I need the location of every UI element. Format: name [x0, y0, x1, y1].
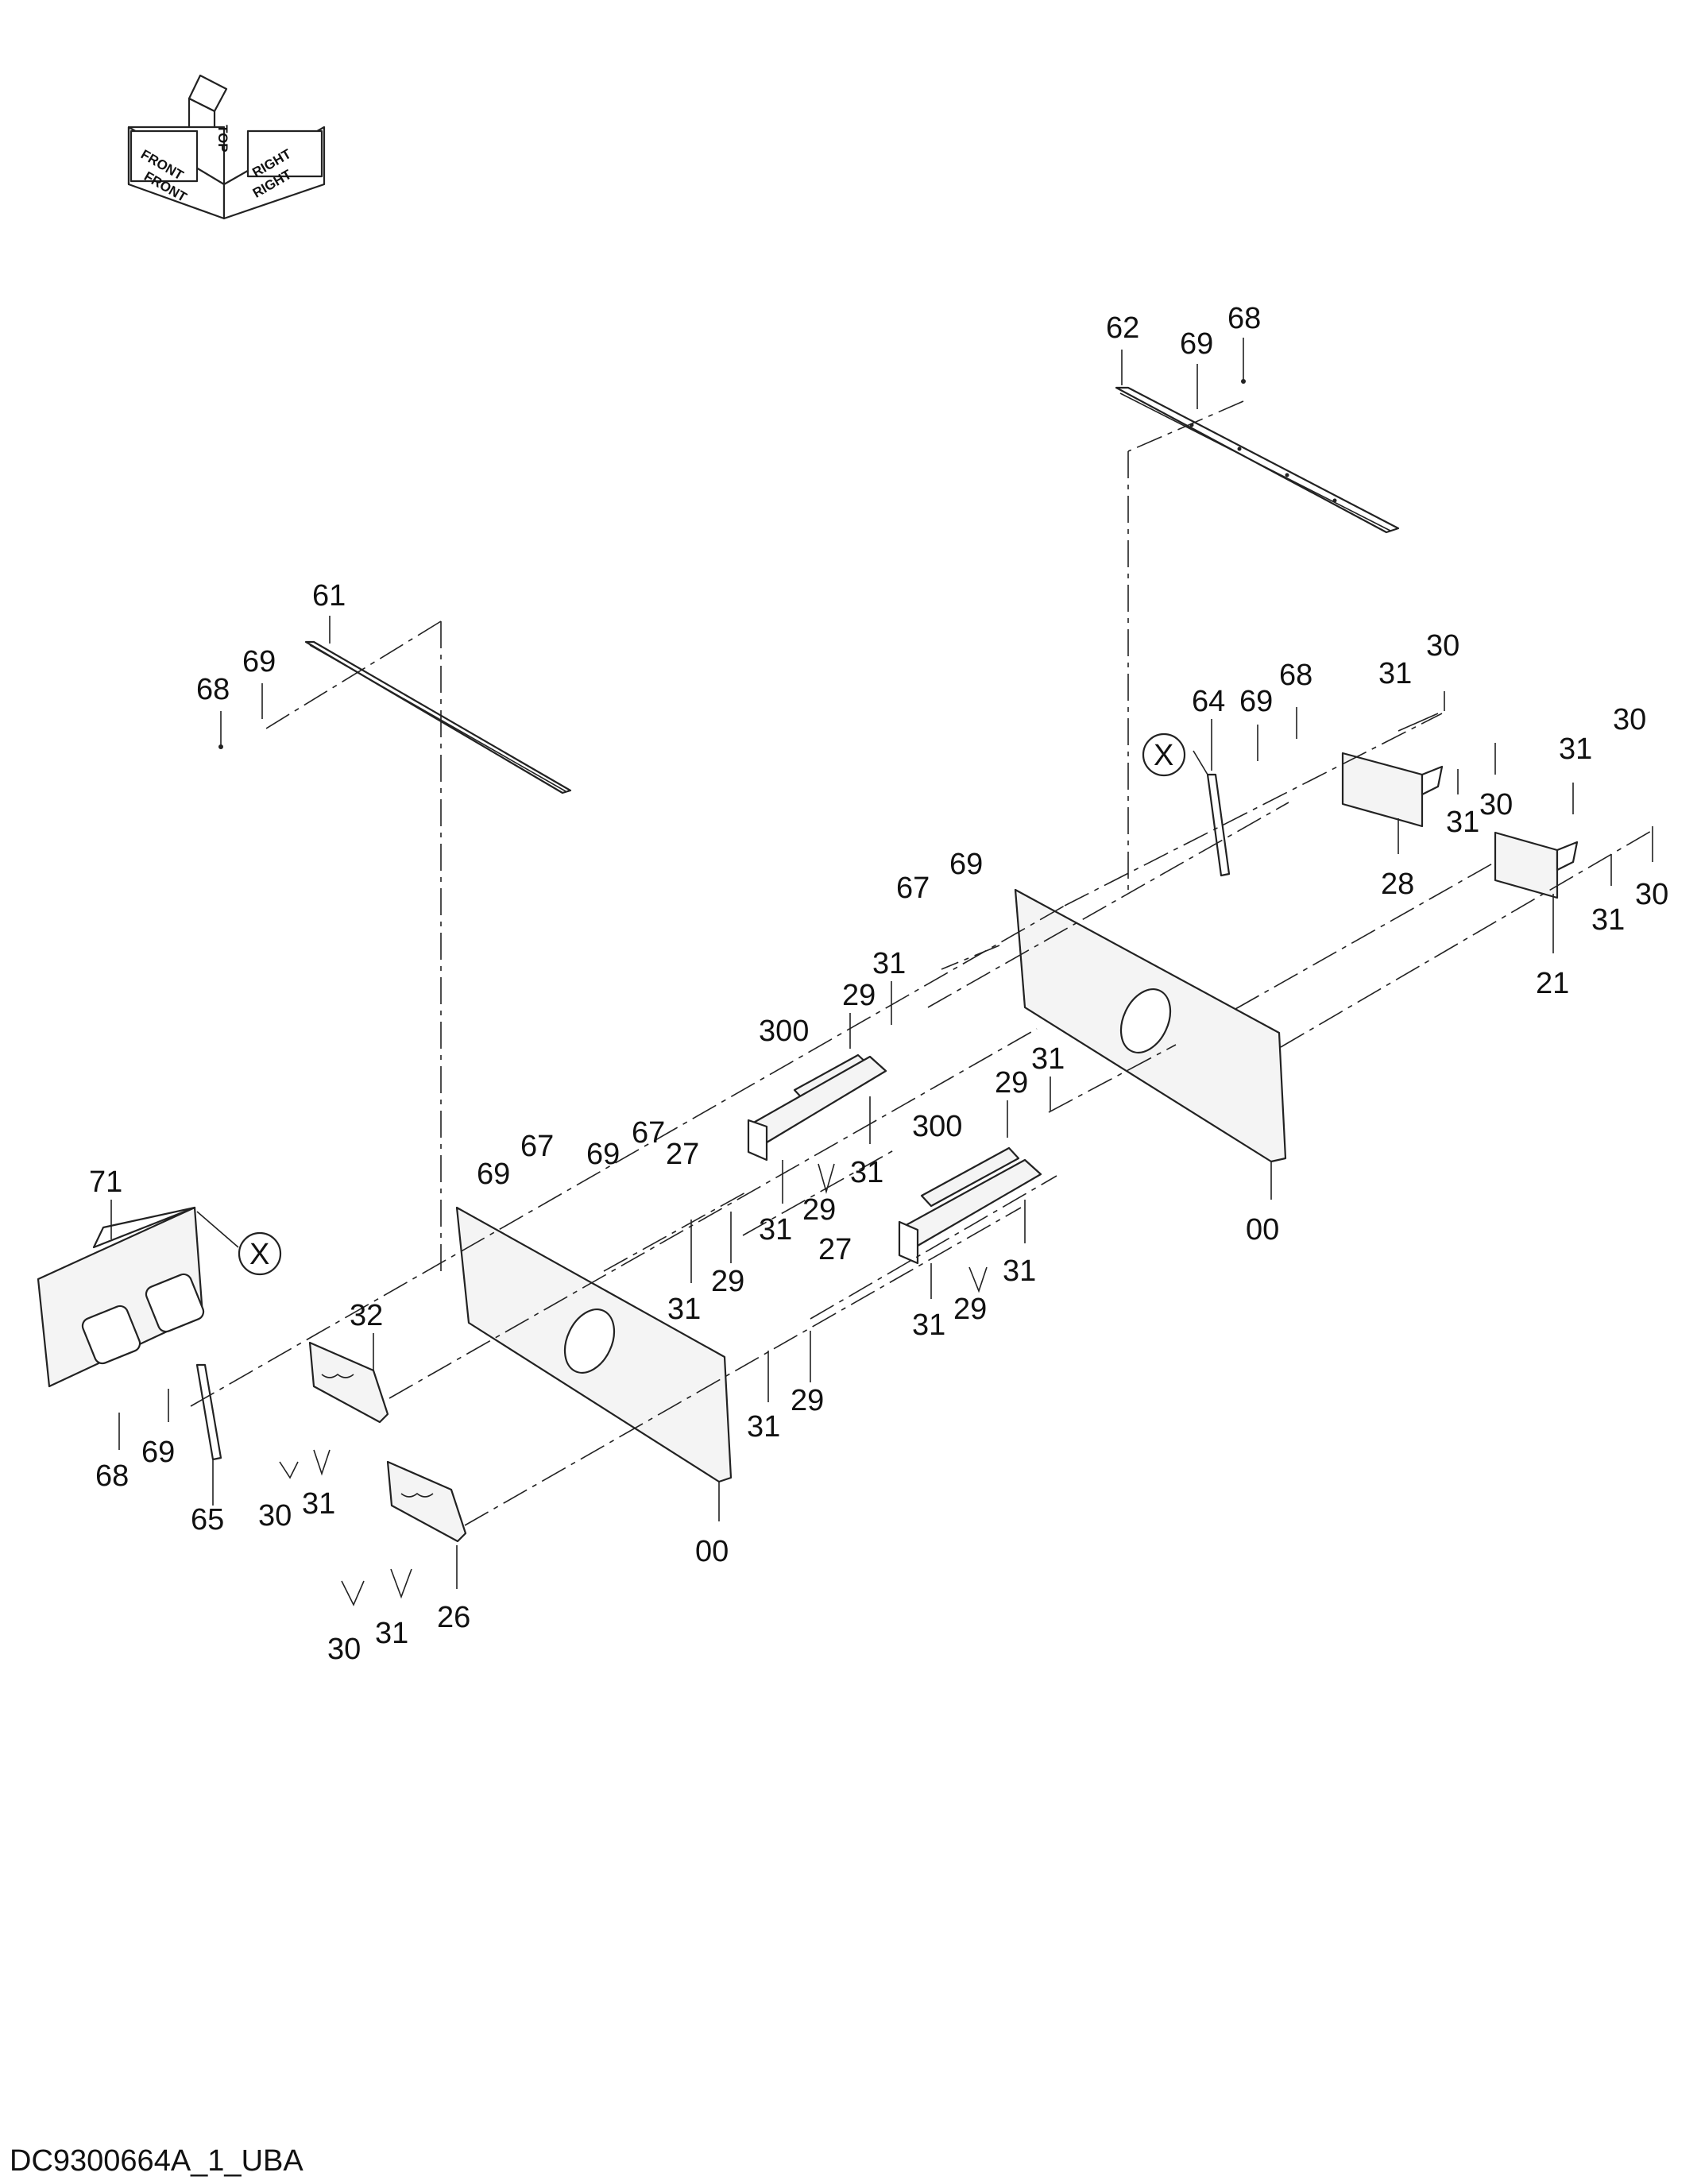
- part-71-box: [37, 1200, 239, 1388]
- callout-31: 31: [1031, 1042, 1065, 1076]
- callout-30: 30: [327, 1633, 361, 1666]
- part-62-strip: [1115, 338, 1400, 890]
- callout-31: 31: [759, 1213, 792, 1247]
- callout-68: 68: [95, 1459, 129, 1493]
- callout-31: 31: [872, 947, 906, 980]
- callout-31: 31: [850, 1156, 883, 1189]
- callout-29: 29: [791, 1384, 824, 1417]
- callout-30: 30: [1479, 788, 1513, 821]
- callout-29: 29: [711, 1265, 744, 1298]
- callout-61: 61: [312, 579, 346, 613]
- callout-67: 67: [896, 872, 930, 905]
- assembly-lines: [190, 713, 1653, 1526]
- callout-00: 00: [695, 1535, 729, 1568]
- callout-00: 00: [1246, 1213, 1279, 1247]
- callout-30: 30: [1613, 703, 1646, 736]
- part-61-strip: [218, 616, 572, 1271]
- callout-31: 31: [912, 1308, 945, 1342]
- callout-65: 65: [191, 1503, 224, 1537]
- callout-29: 29: [802, 1193, 836, 1227]
- callout-30: 30: [1426, 629, 1459, 663]
- callout-31: 31: [1446, 806, 1479, 839]
- part-32-bracket: [279, 1333, 389, 1479]
- callout-27: 27: [666, 1138, 699, 1171]
- part-300-27-lower-rail: [898, 1077, 1051, 1299]
- callout-29: 29: [995, 1066, 1028, 1100]
- reference-circle-x-upper: X: [1142, 733, 1186, 777]
- reference-circle-x-lower: X: [238, 1231, 282, 1276]
- orientation-icon: FRONT FRONT TOP RIGHT RIGHT: [127, 74, 326, 220]
- callout-31: 31: [1378, 657, 1412, 690]
- callout-26: 26: [437, 1601, 470, 1634]
- callout-68: 68: [1227, 302, 1261, 335]
- callout-31: 31: [1559, 733, 1592, 766]
- part-26-bracket: [341, 1460, 467, 1606]
- callout-27: 27: [818, 1233, 852, 1266]
- callout-x-lower: X: [249, 1238, 269, 1271]
- callout-29: 29: [953, 1293, 987, 1326]
- callout-31: 31: [302, 1487, 335, 1521]
- callout-labels: 62 69 68 61 69 68 31 30 64 69 68 31 30 3…: [89, 302, 1668, 1666]
- part-64-stiffener: [1193, 707, 1297, 877]
- callout-67: 67: [632, 1116, 665, 1150]
- callout-68: 68: [1279, 659, 1312, 692]
- callout-69: 69: [141, 1436, 175, 1469]
- callout-31: 31: [667, 1293, 701, 1326]
- callout-30: 30: [258, 1499, 292, 1533]
- callout-31: 31: [1003, 1254, 1036, 1288]
- callout-32: 32: [350, 1299, 383, 1332]
- callout-x-upper: X: [1154, 739, 1173, 772]
- callout-21: 21: [1536, 967, 1569, 1000]
- part-65-stiffener: [118, 1363, 222, 1506]
- callout-28: 28: [1381, 868, 1414, 901]
- part-21-bracket: [1494, 783, 1653, 953]
- callout-69: 69: [242, 645, 276, 678]
- callout-31: 31: [375, 1617, 408, 1650]
- callout-69: 69: [949, 848, 983, 881]
- orient-label-top: TOP: [215, 125, 230, 153]
- callout-69: 69: [586, 1138, 620, 1171]
- callout-71: 71: [89, 1165, 122, 1199]
- callout-67: 67: [520, 1130, 554, 1163]
- callout-69: 69: [477, 1158, 510, 1191]
- document-id: DC9300664A_1_UBA: [10, 2144, 303, 2178]
- part-00-lower-panel: [455, 1206, 733, 1521]
- callout-68: 68: [196, 673, 230, 706]
- callout-300: 300: [759, 1015, 809, 1048]
- callout-69: 69: [1180, 327, 1213, 361]
- callout-31: 31: [1591, 903, 1625, 937]
- part-00-upper-panel: [1014, 888, 1287, 1200]
- callout-31: 31: [747, 1410, 780, 1444]
- callout-300: 300: [912, 1110, 962, 1143]
- lower-fastener-leaders: [690, 1212, 811, 1402]
- callout-29: 29: [842, 979, 876, 1012]
- part-28-bracket: [1341, 691, 1496, 854]
- callout-30: 30: [1635, 878, 1668, 911]
- callout-62: 62: [1106, 311, 1139, 345]
- callout-69: 69: [1239, 685, 1273, 718]
- callout-64: 64: [1192, 685, 1225, 718]
- part-300-27-upper-rail: [747, 981, 892, 1204]
